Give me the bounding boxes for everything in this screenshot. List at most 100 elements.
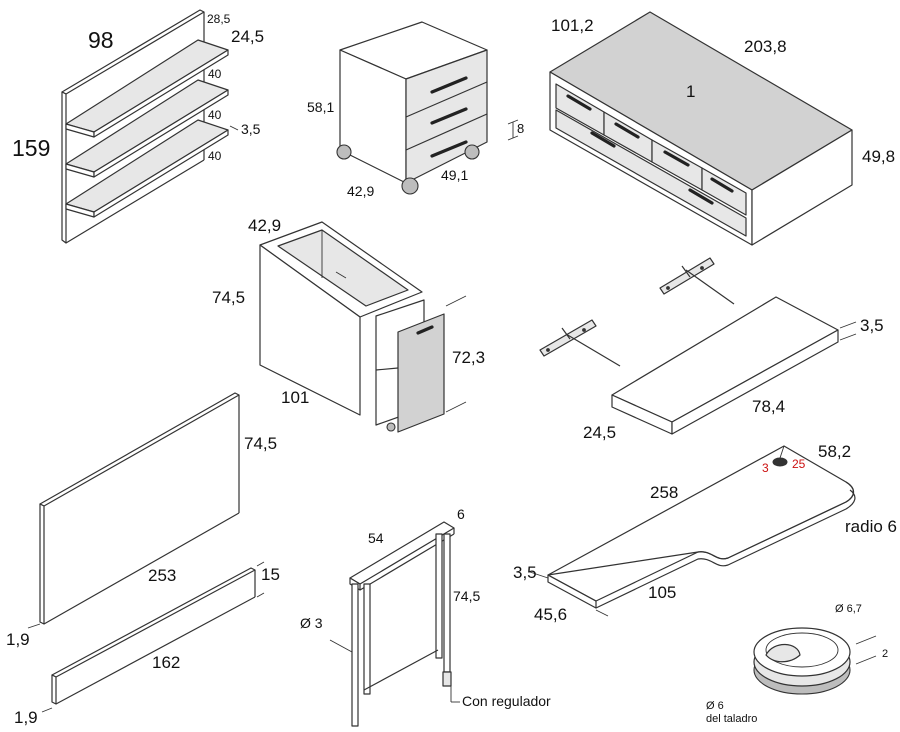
back-panel: 74,5 253 1,9 [6,392,277,649]
plinth-thickness-leader [41,707,53,713]
grommet-top-diameter-label: Ø 6,7 [835,603,862,615]
back-panel-height-label: 74,5 [244,434,277,453]
pullout-wheel [386,422,396,432]
drawer-divider-2 [405,113,488,151]
caster-front-right [464,144,480,160]
leg-frame-profile-label: 6 [457,506,465,522]
cabinet-height-label: 74,5 [212,288,245,307]
leg-adjuster-label: Con regulador [462,693,551,709]
desktop-short-length-label: 105 [648,583,676,602]
drawer-unit: 58,1 42,9 49,1 8 [307,21,524,199]
desktop-thickness-label: 3,5 [513,563,537,582]
shelf-board-tick-bottom [839,333,857,341]
cabinet-depth-label: 42,9 [248,216,281,235]
drawer-handle-2 [430,107,468,125]
plinth-bottom-edge [55,596,256,705]
desktop-short-edge [547,574,597,602]
plinth-thickness-label: 1,9 [14,708,38,727]
shelf-board-length-label: 78,4 [752,397,785,416]
drawer-handle-3 [430,140,468,158]
shelf-board-depth-label: 24,5 [583,423,616,442]
desktop-bottom-curve [595,489,856,609]
shelf-board-thickness-label: 3,5 [860,316,884,335]
grommet-cap [765,632,839,668]
plinth-end [51,674,57,705]
desktop-thickness-leader [529,571,549,579]
leg-frame: 54 6 74,5 Ø 3 Con regulador [300,506,551,727]
desktop-top-surface [547,445,855,576]
plinth-height-tick-bottom [256,592,265,598]
leg-adjuster [442,671,452,687]
drawer-divider-1 [405,81,488,118]
shelf-thickness-label: 3,5 [241,121,261,137]
cabinet-height-tick-top [445,295,467,307]
desktop-front-end [547,574,597,609]
bracket-upper-rod [685,269,735,305]
shelving-depth-top-label: 28,5 [207,12,231,26]
grommet-top [753,627,851,677]
drawer-height-label: 8 [517,121,524,136]
shelf-gap-1-label: 40 [208,67,222,81]
plinth-height-label: 15 [261,565,280,584]
bracket-upper-hole-1 [666,286,670,290]
desktop-length-label: 258 [650,483,678,502]
shelving-width-label: 98 [88,27,114,53]
grommet-drill-note: del taladro [706,713,757,725]
shelf-middle-edge [93,89,229,178]
desktop-grommet-hole [772,457,788,467]
shelf-board-side [671,329,839,435]
cabinet-interior [277,229,409,307]
cabinet-side-height-label: 72,3 [452,348,485,367]
grommet-height-tick-bottom [855,655,877,665]
cabinet-width-label: 101 [281,388,309,407]
corner-desktop: 58,2 3 25 258 radio 6 3,5 105 45,6 [513,442,897,624]
bracket-lower-hole-1 [546,348,550,352]
pullout-shelf [375,367,399,371]
hole-offset-1-label: 3 [762,461,769,475]
plinth-strip: 15 162 1,9 [14,561,280,727]
back-panel-thickness-leader [27,623,41,629]
bed-handle-1 [566,94,592,111]
bracket-lower-hole-2 [582,328,586,332]
shelving-bottom-edge [65,159,205,244]
leg-back-inner [443,533,451,673]
desktop-depth-leader [595,609,609,617]
leg-frame-width-label: 54 [368,530,384,546]
hole-offset-leader [779,445,785,459]
shelf-top-edge [93,49,229,138]
shelf-bottom-edge [93,129,229,218]
desktop-front-curve [595,481,855,602]
cabinet-unit: 42,9 74,5 101 72,3 [212,216,485,433]
hole-offset-2-label: 25 [792,457,806,471]
bed-base-number-label: 1 [686,82,695,101]
leg-front-left [351,583,359,727]
bracket-lower-pin [561,327,571,340]
drawer-unit-height-label: 58,1 [307,99,334,115]
caster-front-left [401,177,419,195]
back-panel-bottom-edge [43,512,240,625]
back-panel-left-edge [39,503,45,625]
bed-handle-2 [614,122,640,139]
grommet-height-tick-top [855,635,877,645]
cable-grommet: Ø 6,7 2 Ø 6 del taladro [706,603,888,725]
shelf-board-tick-top [839,321,857,329]
grommet-height-label: 2 [882,648,888,660]
shelving-height-label: 159 [12,135,50,161]
grommet-cable-slot [765,643,801,663]
shelf-gap-2-label: 40 [208,108,222,122]
shelf-gap-3-label: 40 [208,149,222,163]
shelving-unit: 98 159 28,5 24,5 40 40 3,5 40 [12,9,264,244]
bed-handle-long-2 [688,188,714,205]
bed-base-length-label: 203,8 [744,37,787,56]
shelf-board-kit: 3,5 78,4 24,5 [539,257,884,442]
bed-handle-4 [710,177,734,193]
bed-base-height-label: 49,8 [862,147,895,166]
leg-back-right [435,533,443,659]
bracket-lower-rod [565,333,621,367]
grommet-drill-label: Ø 6 [706,700,724,712]
bed-drawer-base: 101,2 203,8 1 49,8 [549,11,895,246]
back-panel-top-edge [39,392,240,507]
caster-back-left [336,144,352,160]
bed-handle-3 [663,150,690,167]
